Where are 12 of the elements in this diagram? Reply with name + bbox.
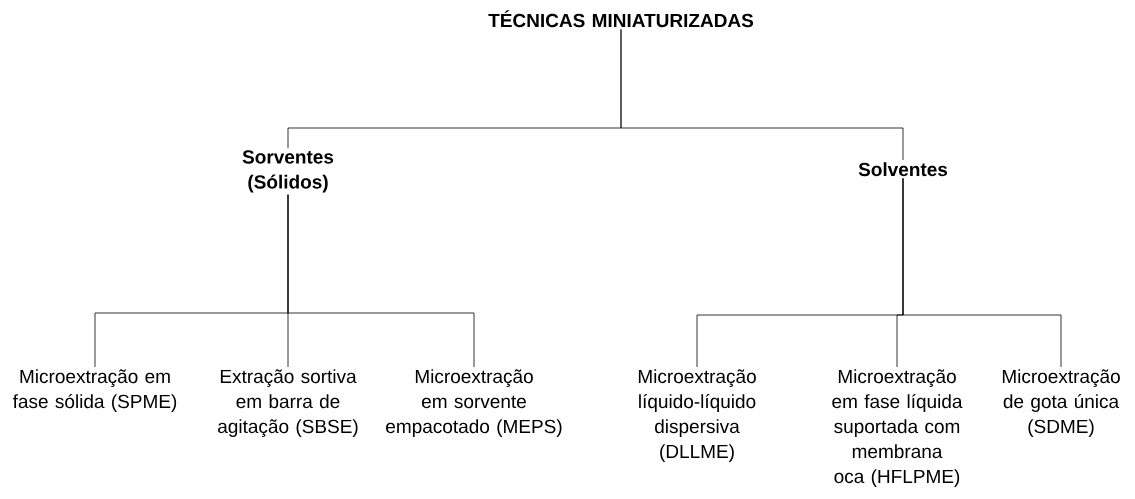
technique-label: Microextração em sorvente empacotado (MEPS) <box>386 369 562 437</box>
tree-connector <box>620 29 904 161</box>
heading-text: TÉCNICAS MINIATURIZADAS <box>488 10 754 28</box>
category-label: Solventes <box>858 162 948 177</box>
tree-connector <box>287 194 475 368</box>
category-label: Sorventes (Sólidos) <box>242 150 334 193</box>
tree-connector <box>902 177 1062 368</box>
technique-label: Extração sortiva em barra de agitação (SBSE) <box>218 369 358 437</box>
technique-label: Microextração em fase líquida suportada com membrana oca (HFLPME) <box>832 369 963 487</box>
technique-label: Microextração de gota única (SDME) <box>1002 369 1120 437</box>
technique-label: Microextração líquido-líquido dispersiva (DLLME) <box>638 369 756 462</box>
technique-label: Microextração em fase sólida (SPME) <box>12 369 177 412</box>
